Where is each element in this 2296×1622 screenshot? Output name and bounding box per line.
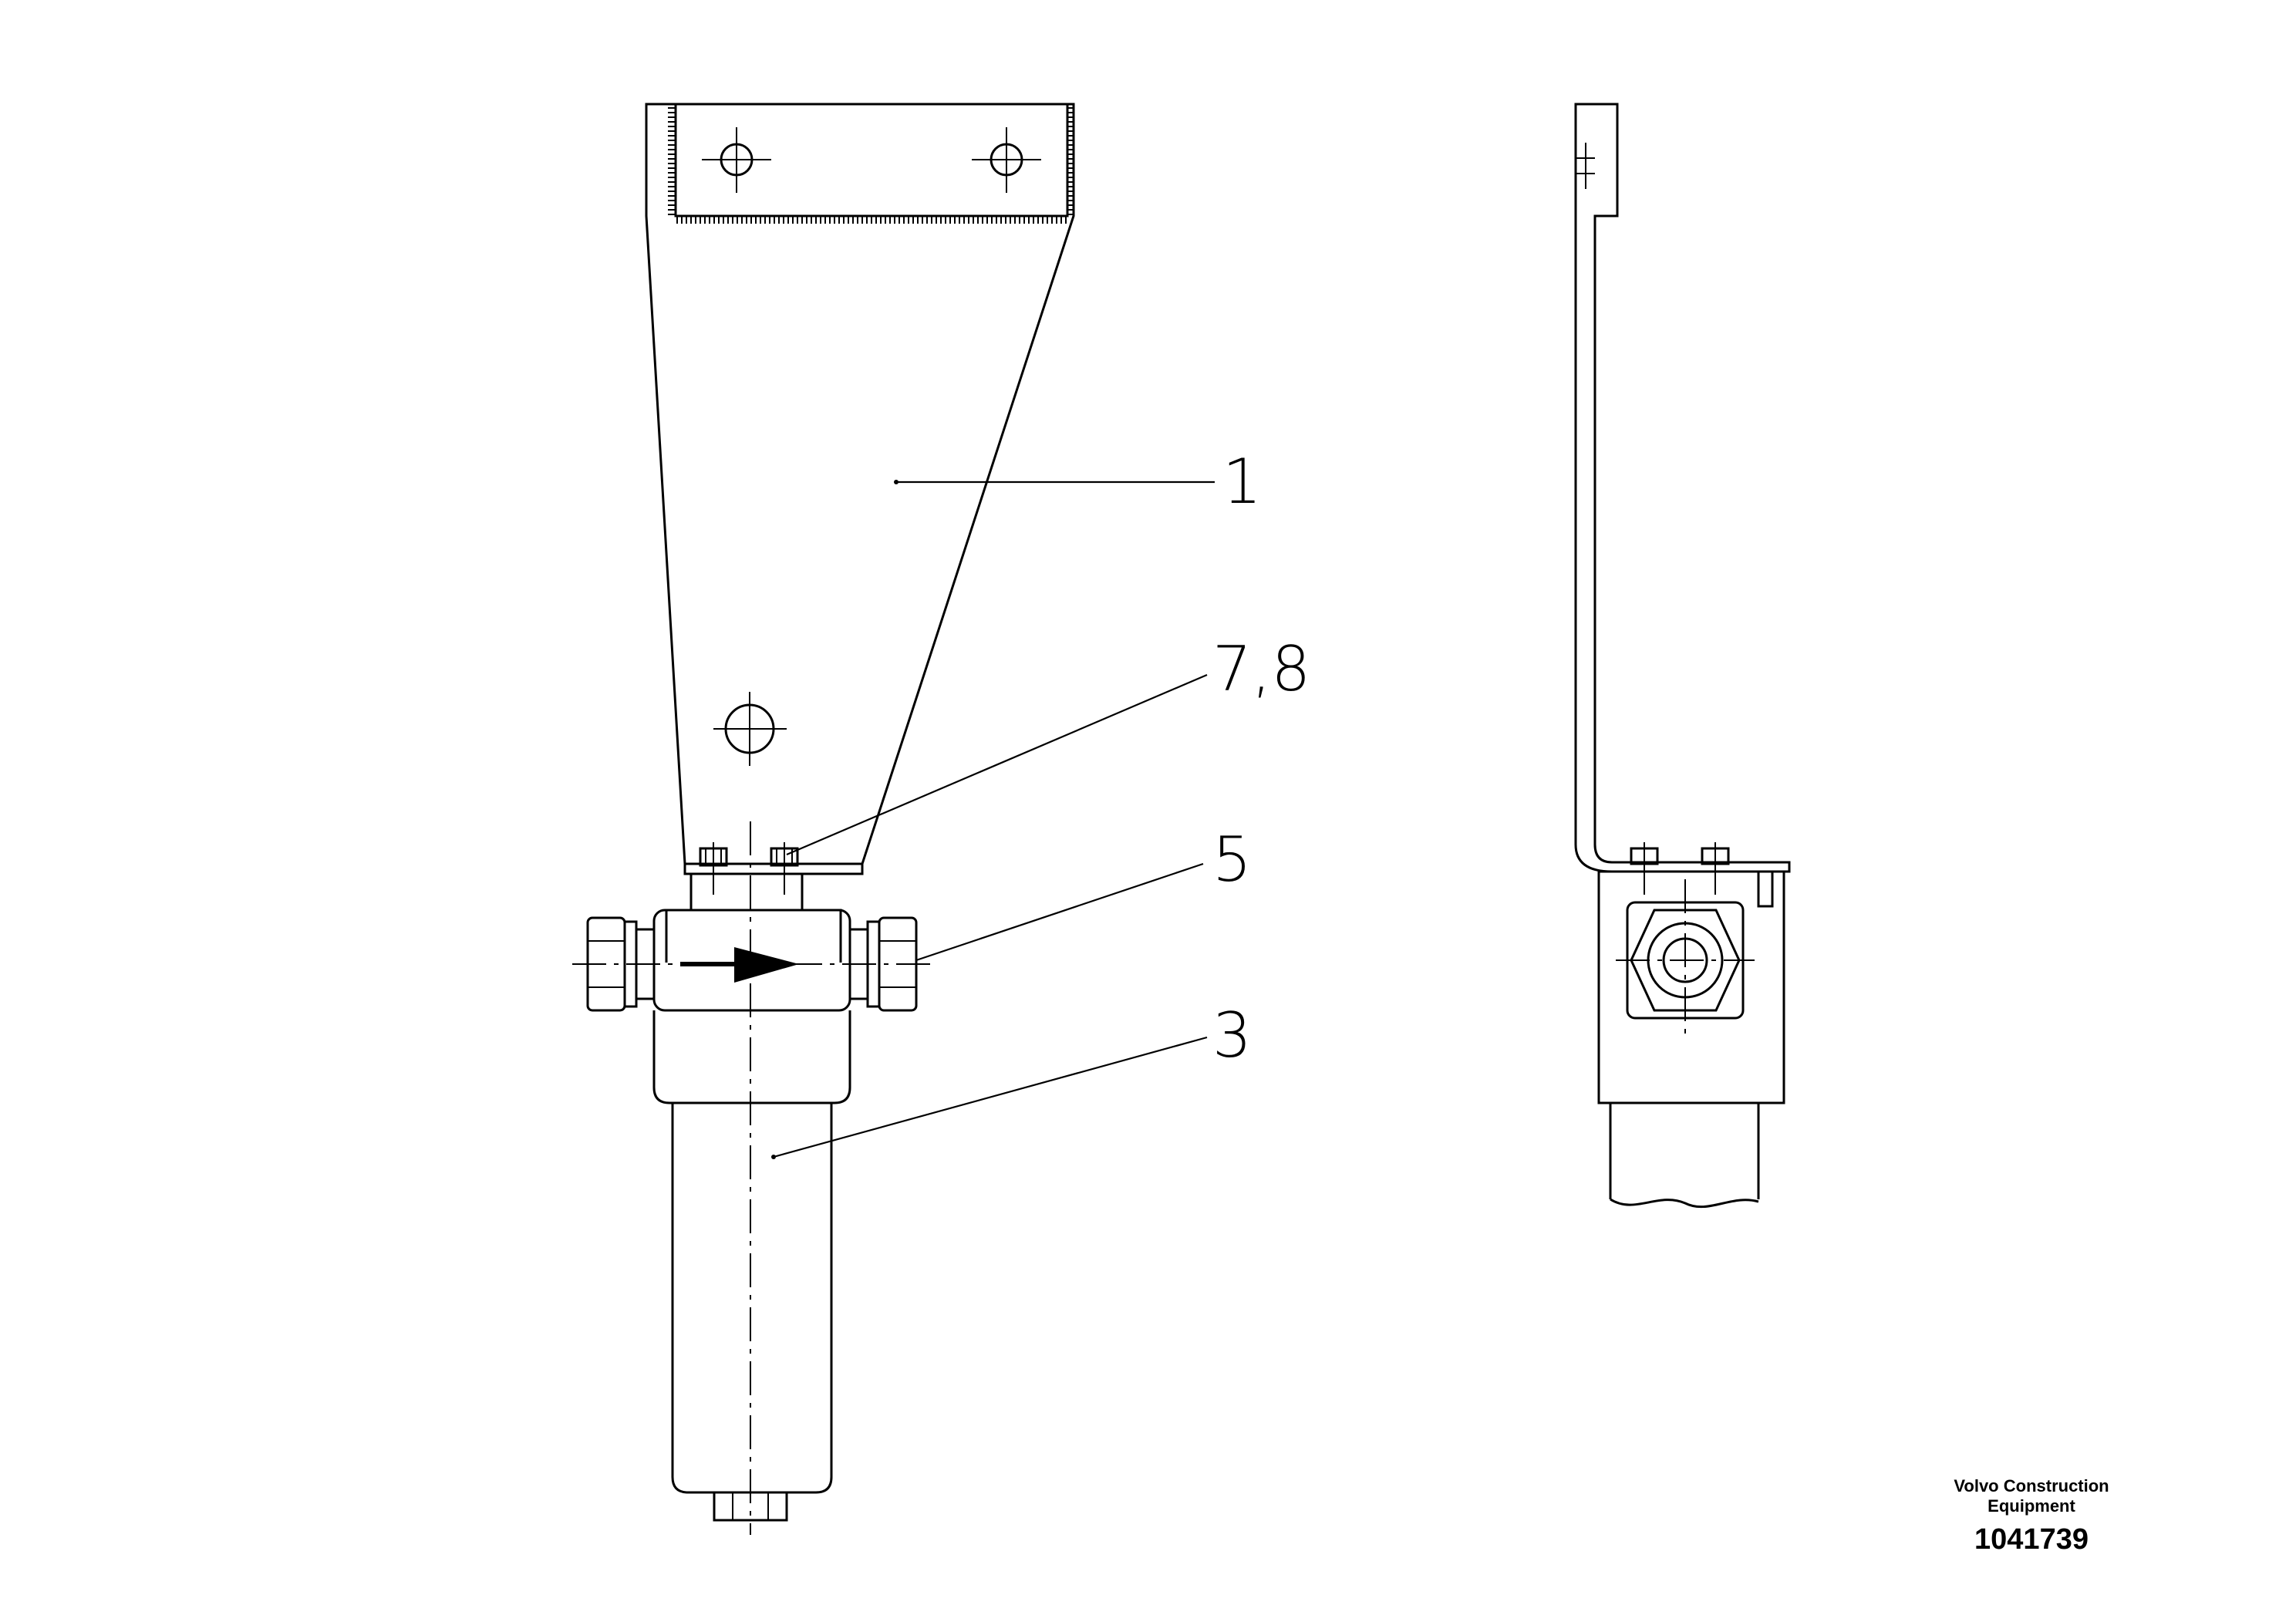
- leader-line: [786, 673, 1208, 856]
- filter-bowl-side: [1609, 1103, 1760, 1209]
- filter-bowl: [671, 1103, 833, 1522]
- bolt: [1630, 842, 1659, 895]
- filter-head: [652, 874, 851, 1104]
- bolt: [770, 842, 799, 895]
- filter-head-side: [1597, 870, 1785, 1104]
- bolt: [1701, 842, 1730, 895]
- brand-line-1: Volvo Construction: [1954, 1476, 2109, 1496]
- mounting-hole: [972, 127, 1041, 193]
- side-view: [1574, 103, 1791, 1209]
- leader-line: [915, 862, 1204, 962]
- callout-bracket: 1: [1222, 446, 1262, 518]
- callout-bolts: 7,8: [1212, 633, 1310, 705]
- leader-line: [771, 1036, 1208, 1159]
- bracket-part: [645, 103, 1075, 875]
- brand-line-2: Equipment: [1988, 1496, 2075, 1516]
- document-number: 1041739: [1974, 1523, 2089, 1556]
- bracket-side-profile: [1574, 103, 1791, 873]
- callout-filter: 3: [1212, 1000, 1252, 1071]
- front-view: [572, 103, 1075, 1535]
- bolt: [699, 842, 728, 895]
- mounting-hole: [702, 127, 771, 193]
- mounting-hole: [713, 692, 787, 766]
- brand-block: Volvo Construction Equipment 1041739: [1954, 1476, 2109, 1556]
- callout-connector: 5: [1212, 824, 1252, 895]
- leader-line: [894, 480, 1215, 484]
- weld-seam: [668, 107, 1074, 224]
